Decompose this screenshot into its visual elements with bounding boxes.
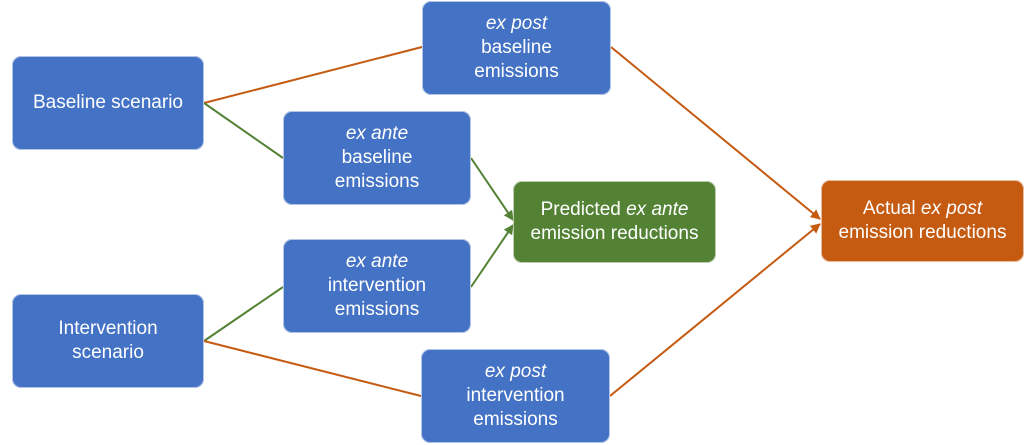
exante-baseline-line3: emissions — [334, 171, 420, 192]
predicted-italic: ex ante — [626, 199, 689, 220]
actual-prefix: Actual — [862, 198, 921, 219]
actual-italic: ex post — [920, 198, 983, 219]
baseline-scenario-box: Baseline scenario — [12, 56, 204, 150]
actual-line1: Actual ex post — [863, 197, 982, 221]
exante-intervention-emissions-box: ex ante intervention emissions — [283, 239, 471, 333]
arrow-exante-baseline-to-predicted — [470, 157, 514, 221]
predicted-prefix: Predicted — [540, 199, 627, 220]
expost-baseline-emissions-box: ex post baseline emissions — [422, 1, 611, 95]
exante-baseline-italic: ex ante — [345, 123, 409, 144]
exante-intervention-italic: ex ante — [345, 251, 409, 272]
connector-intervention-to-expost-intervention — [203, 340, 422, 397]
baseline-scenario-label: Baseline scenario — [33, 92, 183, 113]
arrow-expost-baseline-to-actual — [610, 46, 821, 220]
intervention-scenario-box: Intervention scenario — [12, 294, 204, 388]
connector-baseline-to-exante-baseline — [203, 102, 284, 159]
exante-intervention-line2: intervention — [327, 275, 427, 296]
expost-intervention-italic: ex post — [484, 361, 547, 382]
expost-baseline-line2: baseline — [481, 37, 552, 58]
predicted-line2: emission reductions — [530, 223, 699, 244]
connector-baseline-to-expost-baseline — [203, 46, 423, 104]
exante-intervention-line3: emissions — [334, 299, 420, 320]
expost-intervention-line2: intervention — [466, 385, 565, 406]
expost-baseline-italic: ex post — [485, 13, 548, 34]
actual-expost-reductions-box: Actual ex post emission reductions — [821, 180, 1024, 262]
expost-intervention-line3: emissions — [473, 409, 558, 430]
predicted-line1: Predicted ex ante — [541, 198, 689, 222]
intervention-scenario-label-line1: Intervention — [58, 318, 158, 339]
exante-baseline-line2: baseline — [341, 147, 413, 168]
predicted-exante-reductions-box: Predicted ex ante emission reductions — [513, 181, 716, 263]
intervention-scenario-label-line2: scenario — [72, 342, 144, 363]
expost-intervention-emissions-box: ex post intervention emissions — [421, 349, 610, 443]
arrow-exante-intervention-to-predicted — [470, 224, 514, 288]
exante-baseline-emissions-box: ex ante baseline emissions — [283, 111, 471, 205]
expost-baseline-line3: emissions — [474, 61, 559, 82]
arrow-expost-intervention-to-actual — [609, 223, 821, 397]
actual-line2: emission reductions — [838, 222, 1007, 243]
connector-intervention-to-exante-intervention — [203, 286, 284, 342]
